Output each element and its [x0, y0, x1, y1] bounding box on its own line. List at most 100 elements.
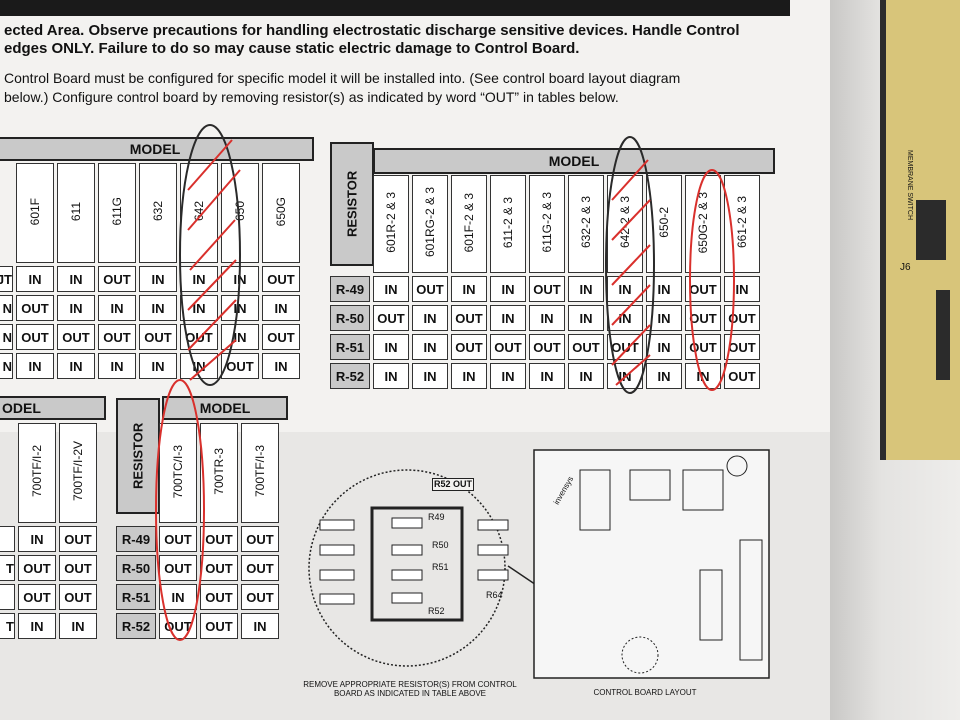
table-cell	[0, 526, 15, 552]
diagram-resistor-label: R50	[432, 540, 449, 550]
table-cell: IN	[57, 266, 95, 292]
table-cell: T	[0, 613, 15, 639]
table-cell: IN	[159, 584, 197, 610]
table-cell: IN	[98, 353, 136, 379]
resistor-label: R-49	[116, 526, 156, 552]
table-cell: IN	[139, 353, 177, 379]
table-cell: JT	[0, 266, 13, 292]
table-cell: OUT	[200, 584, 238, 610]
r52-out-label: R52 OUT	[432, 478, 475, 491]
board-relay-1	[579, 469, 611, 531]
table-cell: OUT	[98, 324, 136, 350]
red-strike-lines-left	[187, 139, 241, 381]
table-cell: IN	[373, 363, 409, 389]
table-cell: OUT	[241, 584, 279, 610]
model-column-header: 601F-2 & 3	[451, 175, 487, 273]
resistor-label: R-51	[330, 334, 370, 360]
table-cell: OUT	[18, 584, 56, 610]
table-cell: IN	[16, 353, 54, 379]
table-cell: IN	[646, 276, 682, 302]
table-cell: OUT	[490, 334, 526, 360]
table-cell: OUT	[724, 305, 760, 331]
table-cell: IN	[412, 363, 448, 389]
table-cell: IN	[139, 295, 177, 321]
table-cell: OUT	[159, 555, 197, 581]
resistor-left-3	[319, 569, 355, 581]
table-cell: OUT	[412, 276, 448, 302]
table-cell: IN	[373, 276, 409, 302]
table-cell: IN	[98, 295, 136, 321]
bottom-model-header: MODEL	[162, 396, 288, 420]
right-model-header: MODEL	[373, 148, 775, 174]
table-cell: IN	[180, 266, 218, 292]
table-cell: IN	[490, 363, 526, 389]
table-cell: IN	[490, 276, 526, 302]
zoom-circle	[308, 469, 506, 667]
table-cell: IN	[241, 613, 279, 639]
board-relay-3	[682, 469, 724, 511]
table-cell: N	[0, 324, 13, 350]
physical-control-board: MEMBRANE SWITCH J6	[880, 0, 960, 460]
table-cell: OUT	[200, 526, 238, 552]
table-cell: IN	[18, 526, 56, 552]
table-cell: IN	[16, 266, 54, 292]
table-cell: IN	[18, 613, 56, 639]
model-column-header: 611-2 & 3	[490, 175, 526, 273]
model-column-header: 611G	[98, 163, 136, 263]
table-cell: IN	[529, 305, 565, 331]
table-cell: OUT	[568, 334, 604, 360]
diagram-resistor-label: R49	[428, 512, 445, 522]
table-row: R-52INININININININININOUT	[330, 363, 760, 389]
table-cell: IN	[568, 363, 604, 389]
table-cell: OUT	[262, 266, 300, 292]
control-board-outline	[533, 449, 770, 679]
table-cell: OUT	[451, 305, 487, 331]
left-model-header: MODEL	[0, 137, 314, 161]
red-annotation-circle-700tc	[155, 379, 205, 641]
table-cell: IN	[57, 295, 95, 321]
diagram-resistor-label: R51	[432, 562, 449, 572]
table-cell: IN	[262, 295, 300, 321]
table-cell: OUT	[159, 526, 197, 552]
resistor-right-3	[477, 569, 509, 581]
board-chip	[699, 569, 723, 641]
header-bar	[0, 0, 790, 16]
table-cell: OUT	[16, 324, 54, 350]
table-cell: OUT	[529, 334, 565, 360]
table-cell: IN	[59, 613, 97, 639]
resistor-label: R-49	[330, 276, 370, 302]
board-capacitor	[726, 455, 748, 477]
table-cell: OUT	[724, 363, 760, 389]
table-cell: IN	[646, 334, 682, 360]
table-cell: OUT	[200, 613, 238, 639]
table-cell	[0, 584, 15, 610]
resistor-label: R-50	[330, 305, 370, 331]
board-silkscreen: MEMBRANE SWITCH	[906, 150, 913, 220]
table-cell: OUT	[59, 526, 97, 552]
model-column-header: 611G-2 & 3	[529, 175, 565, 273]
table-cell: OUT	[241, 526, 279, 552]
resistor-block	[370, 506, 464, 622]
table-cell: OUT	[685, 334, 721, 360]
table-cell: IN	[607, 305, 643, 331]
resistor-left-1	[319, 519, 355, 531]
diagram-resistor-label: R64	[486, 590, 503, 600]
table-cell: OUT	[57, 324, 95, 350]
red-annotation-circle-650g	[689, 169, 735, 391]
table-cell: OUT	[139, 324, 177, 350]
warning-line-2: edges ONLY. Failure to do so may cause s…	[4, 40, 580, 57]
resistor-left-2	[319, 544, 355, 556]
table-cell: IN	[57, 353, 95, 379]
table-cell: IN	[451, 363, 487, 389]
table-cell: OUT	[373, 305, 409, 331]
intro-line-2: below.) Configure control board by remov…	[4, 89, 619, 105]
